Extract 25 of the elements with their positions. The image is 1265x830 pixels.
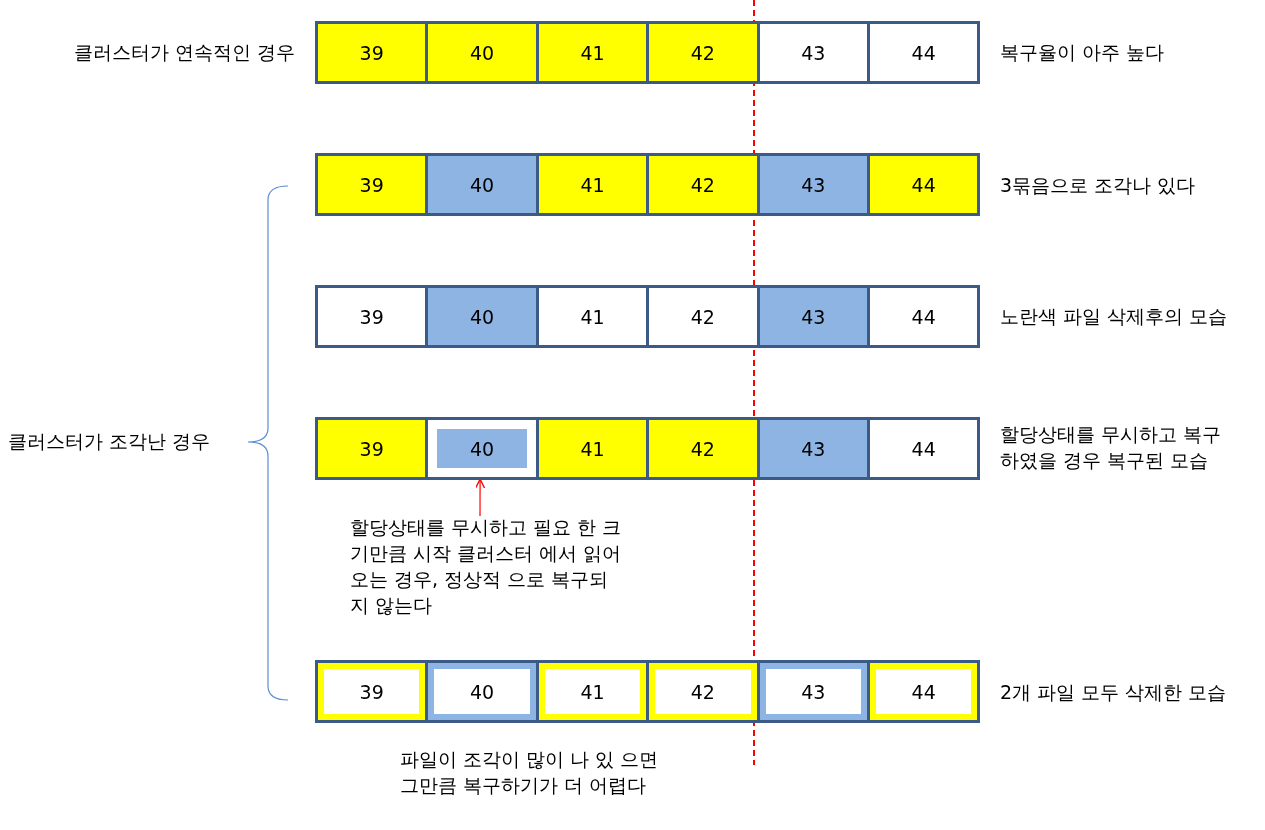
caption-text: 2개 파일 모두 삭제한 모습 <box>1000 680 1228 705</box>
caption-text: 복구율이 아주 높다 <box>1000 40 1166 65</box>
cluster-cell: 40 <box>425 285 539 348</box>
caption-text: 파일이 조각이 많이 나 있 으면 그만큼 복구하기가 더 어렵다 <box>400 747 660 798</box>
cluster-cell: 44 <box>867 417 981 480</box>
annotation-text: 할당상태를 무시하고 필요 한 크기만큼 시작 클러스터 에서 읽어오는 경우, 정상적 으로 복구되지 않는다 <box>350 514 625 618</box>
caption-text: 클러스터가 연속적인 경우 <box>72 40 295 65</box>
cluster-cell: 42 <box>646 660 760 723</box>
cluster-cell: 40 <box>425 660 539 723</box>
cluster-cell: 40 <box>425 153 539 216</box>
cluster-cell: 44 <box>867 660 981 723</box>
cluster-cell: 44 <box>867 153 981 216</box>
cluster-cell: 42 <box>646 153 760 216</box>
cluster-cell: 40 <box>425 21 539 84</box>
arrow <box>474 478 486 517</box>
cluster-cell: 42 <box>646 21 760 84</box>
caption-text: 3묶음으로 조각나 있다 <box>1000 173 1197 198</box>
caption-text: 클러스터가 조각난 경우 <box>8 429 212 454</box>
caption-text: 노란색 파일 삭제후의 모습 <box>1000 304 1229 329</box>
caption-text: 할당상태를 무시하고 복구 하였을 경우 복구된 모습 <box>1000 422 1223 473</box>
cluster-cell: 42 <box>646 417 760 480</box>
cluster-cell: 44 <box>867 21 981 84</box>
cluster-cell: 42 <box>646 285 760 348</box>
cluster-cell: 44 <box>867 285 981 348</box>
cluster-cell: 40 <box>425 417 539 480</box>
